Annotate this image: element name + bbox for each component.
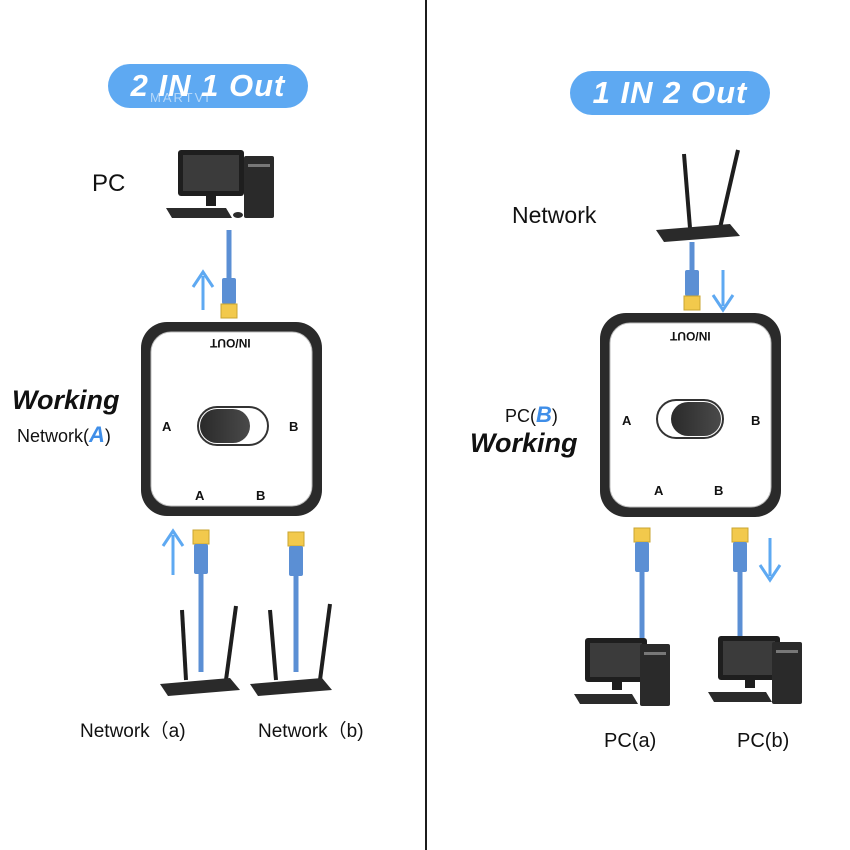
cable-output-b [731,527,749,644]
active-port-label-left: Network(A) [17,422,111,448]
cable-output-a [633,527,651,648]
active-port-label-right: PC(B) [505,402,558,428]
cable-pc [220,230,238,319]
switch-bottom-a-left: A [195,488,205,503]
working-label-right: Working [470,428,578,458]
switch-side-a-left: A [162,419,172,434]
network-b-label: Network（b) [258,721,364,742]
switch-bottom-a-right: A [654,483,664,498]
arrow-up-input [161,528,185,575]
switch-side-a-right: A [622,413,632,428]
switch-bottom-b-left: B [256,488,266,503]
active-port-suffix-right: ) [551,406,558,426]
switch-box-left [141,322,322,516]
active-port-suffix: ) [104,426,111,446]
mode-title-left: 2 IN 1 Out [108,64,308,108]
working-label-left: Working [12,385,120,415]
router-icon-a [160,605,240,696]
pc-icon-a [574,638,670,706]
cable-input-a [192,529,210,672]
switch-side-b-left: B [289,419,299,434]
watermark: MARTVI [150,90,211,105]
switch-bottom-b-right: B [714,483,724,498]
active-port-letter-right: B [536,402,552,427]
switch-top-label-left: IN/OUT [210,336,251,350]
panel-divider [425,0,427,850]
router-icon-network [656,149,740,242]
network-a-label: Network（a) [80,721,186,742]
pc-b-label: PC(b) [737,730,790,752]
pc-a-label: PC(a) [604,730,657,752]
cable-input-b [287,531,305,672]
active-port-prefix: Network( [17,426,90,446]
pc-label: PC [92,170,126,197]
network-label: Network [512,202,597,228]
pc-icon [166,150,274,218]
arrow-up-pc [191,269,215,310]
arrow-down-output [758,538,782,583]
arrow-down-network [711,270,735,313]
mode-title-right: 1 IN 2 Out [570,71,770,115]
pc-icon-b [708,636,802,704]
switch-box-right [600,313,781,517]
cable-network [683,242,701,311]
switch-top-label-right: IN/OUT [670,329,711,343]
active-port-prefix-right: PC( [505,406,536,426]
switch-side-b-right: B [751,413,761,428]
router-icon-b [250,603,332,696]
active-port-letter: A [89,422,105,447]
